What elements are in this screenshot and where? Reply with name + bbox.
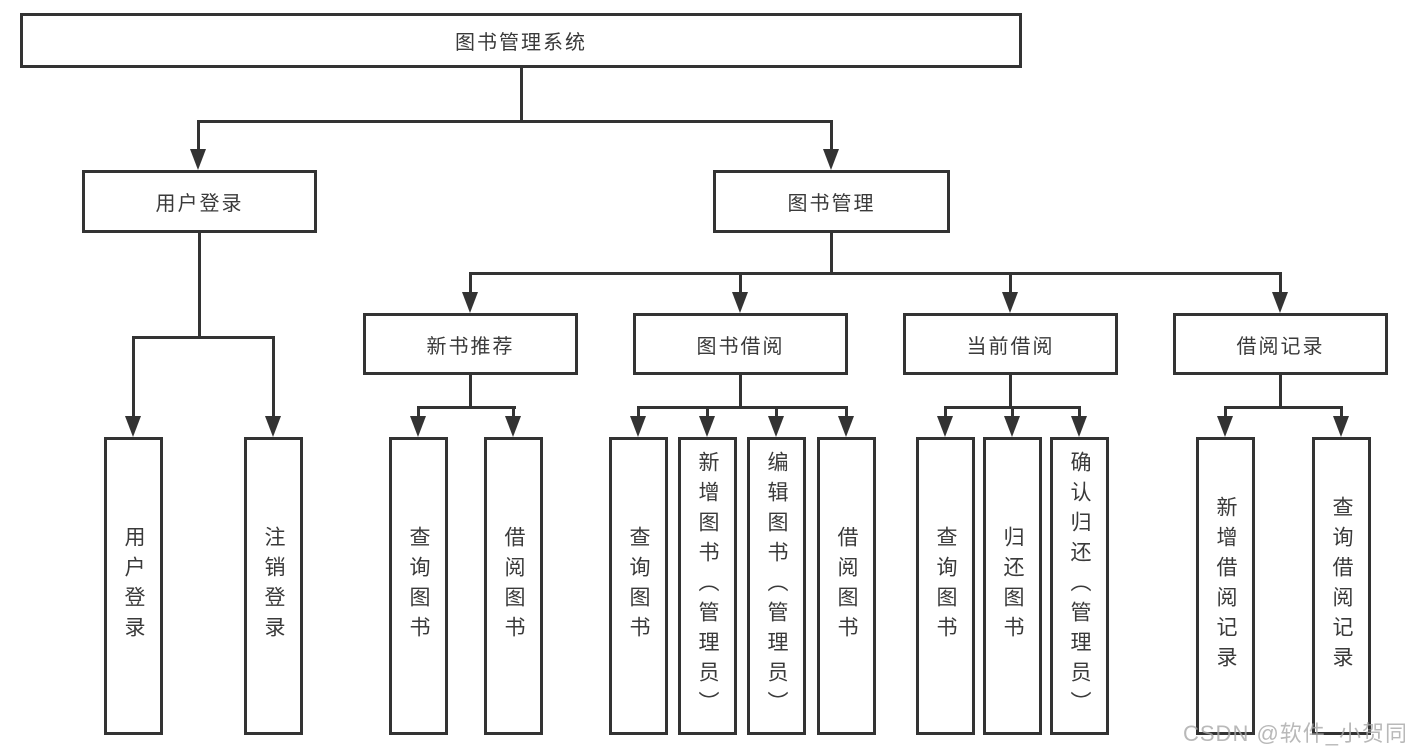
leaf-query-books: 查询图书	[609, 437, 668, 735]
leaf-user-login: 用户登录	[104, 437, 163, 735]
arrowhead-down-icon	[265, 416, 281, 437]
connector-stub	[469, 272, 472, 296]
connector-bar	[1224, 406, 1343, 409]
connector-trunk	[830, 233, 833, 272]
node-current-borrowing: 当前借阅	[903, 313, 1118, 375]
connector-root-trunk	[520, 68, 523, 120]
leaf-add-book-admin: 新增图书（管理员）	[678, 437, 737, 735]
connector-stub	[132, 336, 135, 423]
leaf-return-book: 归还图书	[983, 437, 1042, 735]
connector-stub	[706, 406, 709, 420]
arrowhead-down-icon	[768, 416, 784, 437]
arrowhead-down-icon	[505, 416, 521, 437]
connector-stub	[197, 120, 200, 156]
connector-stub	[1011, 406, 1014, 420]
node-label: 借阅图书	[502, 526, 525, 646]
node-book-borrowing: 图书借阅	[633, 313, 848, 375]
leaf-query-books: 查询图书	[389, 437, 448, 735]
connector-level1-bar	[197, 120, 833, 123]
node-label: 图书管理	[787, 193, 876, 215]
node-label: 确认归还（管理员）	[1068, 451, 1091, 721]
connector-trunk	[1279, 375, 1282, 406]
connector-stub	[1279, 272, 1282, 296]
connector-trunk	[198, 233, 201, 336]
connector-stub	[944, 406, 947, 420]
leaf-query-books: 查询图书	[916, 437, 975, 735]
node-label: 查询借阅记录	[1330, 496, 1353, 676]
arrowhead-down-icon	[1004, 416, 1020, 437]
connector-stub	[512, 406, 515, 420]
node-label: 查询图书	[934, 526, 957, 646]
arrowhead-down-icon	[410, 416, 426, 437]
node-label: 查询图书	[407, 526, 430, 646]
node-label: 用户登录	[155, 193, 244, 215]
node-borrowing-records: 借阅记录	[1173, 313, 1388, 375]
leaf-logout: 注销登录	[244, 437, 303, 735]
node-label: 归还图书	[1001, 526, 1024, 646]
node-label: 借阅记录	[1236, 335, 1325, 358]
node-label: 新增图书（管理员）	[696, 451, 719, 721]
leaf-borrow-book: 借阅图书	[817, 437, 876, 735]
node-label: 用户登录	[122, 526, 145, 646]
node-label: 当前借阅	[966, 335, 1055, 358]
connector-stub	[272, 336, 275, 423]
node-label: 查询图书	[627, 526, 650, 646]
connector-stub	[417, 406, 420, 420]
node-label: 新增借阅记录	[1214, 496, 1237, 676]
connector-trunk	[739, 375, 742, 406]
node-new-book-recommendation: 新书推荐	[363, 313, 578, 375]
arrowhead-down-icon	[699, 416, 715, 437]
arrowhead-down-icon	[1071, 416, 1087, 437]
connector-stub	[1224, 406, 1227, 420]
arrowhead-down-icon	[1272, 292, 1288, 313]
arrowhead-down-icon	[838, 416, 854, 437]
node-label: 注销登录	[262, 526, 285, 646]
leaf-confirm-return-admin: 确认归还（管理员）	[1050, 437, 1109, 735]
connector-stub	[1340, 406, 1343, 420]
arrowhead-down-icon	[630, 416, 646, 437]
leaf-add-borrow-record: 新增借阅记录	[1196, 437, 1255, 735]
node-library-management-system: 图书管理系统	[20, 13, 1022, 68]
connector-stub	[830, 120, 833, 156]
node-label: 借阅图书	[835, 526, 858, 646]
connector-stub	[775, 406, 778, 420]
connector-stub	[637, 406, 640, 420]
connector-stub	[845, 406, 848, 420]
connector-bar	[132, 336, 275, 339]
node-label: 图书借阅	[696, 335, 785, 358]
connector-trunk	[1009, 375, 1012, 406]
arrowhead-down-icon	[1217, 416, 1233, 437]
arrowhead-down-icon	[732, 292, 748, 313]
connector-stub	[1078, 406, 1081, 420]
node-user-login: 用户登录	[82, 170, 317, 233]
leaf-query-borrow-record: 查询借阅记录	[1312, 437, 1371, 735]
connector-bar	[637, 406, 848, 409]
node-book-management: 图书管理	[713, 170, 950, 233]
leaf-borrow-books: 借阅图书	[484, 437, 543, 735]
arrowhead-down-icon	[937, 416, 953, 437]
arrowhead-down-icon	[1002, 292, 1018, 313]
csdn-watermark: CSDN @软件_小贺同学	[1183, 721, 1405, 746]
arrowhead-down-icon	[462, 292, 478, 313]
connector-stub	[739, 272, 742, 296]
leaf-edit-book-admin: 编辑图书（管理员）	[747, 437, 806, 735]
arrowhead-down-icon	[190, 149, 206, 170]
connector-level2-bar	[469, 272, 1282, 275]
arrowhead-down-icon	[125, 416, 141, 437]
arrowhead-down-icon	[823, 149, 839, 170]
connector-trunk	[469, 375, 472, 406]
arrowhead-down-icon	[1333, 416, 1349, 437]
connector-bar	[417, 406, 516, 409]
connector-stub	[1009, 272, 1012, 296]
node-label: 编辑图书（管理员）	[765, 451, 788, 721]
node-label: 新书推荐	[426, 335, 515, 358]
node-label: 图书管理系统	[455, 32, 587, 54]
